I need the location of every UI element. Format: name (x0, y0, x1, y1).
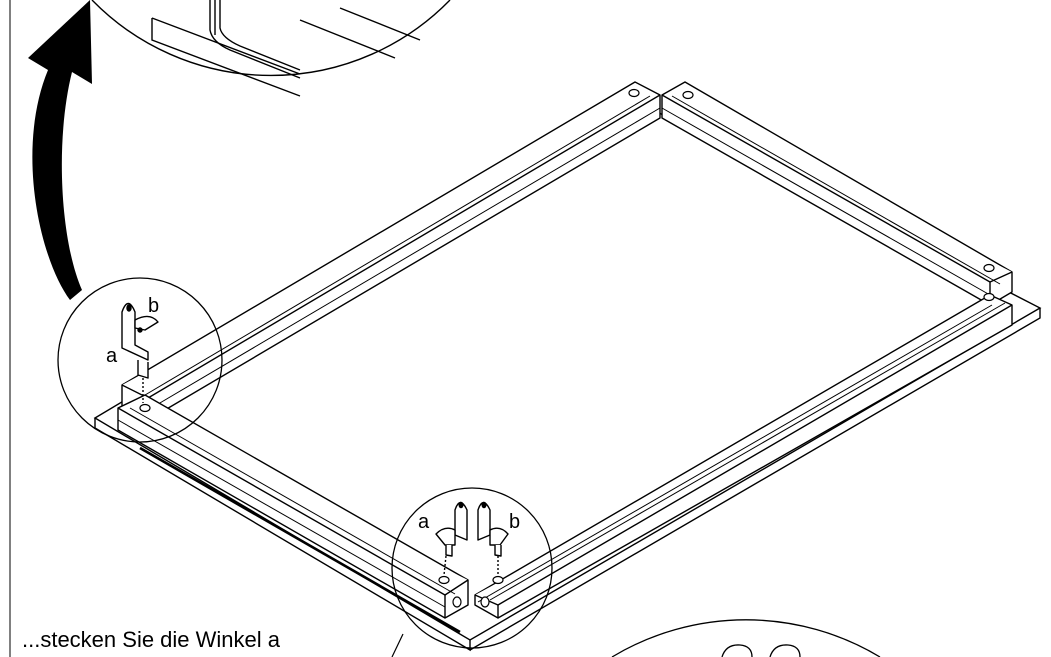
detail-circle-top (91, 0, 451, 97)
end-hole-center-left (452, 596, 462, 608)
hole-right-corner-low (983, 292, 995, 302)
drill-holes (139, 88, 995, 608)
label-left-a: a (106, 345, 118, 367)
bracket-left-icon (121, 302, 159, 403)
detail-circle-bottom-right (611, 619, 881, 657)
instruction-caption: ...stecken Sie die Winkel a (22, 627, 281, 652)
detail-circle-center: a b (391, 487, 553, 649)
leader-line (391, 633, 404, 657)
hole-center-right (492, 575, 504, 585)
rail-back-left (121, 81, 661, 421)
label-center-a: a (418, 511, 430, 533)
rail-front-left (117, 394, 469, 619)
end-hole-center-right (480, 596, 490, 608)
label-center-b: b (509, 511, 520, 533)
rail-front-right (474, 294, 1013, 619)
rail-back-right (661, 81, 1013, 306)
bracket-center-b-icon (477, 501, 509, 575)
hole-back-top (628, 88, 640, 98)
label-left-b: b (148, 295, 159, 317)
hole-center-left (438, 575, 450, 585)
detail-circle-left: a b (57, 277, 223, 443)
hole-back-right-top (682, 90, 694, 100)
hole-left-corner (139, 403, 151, 413)
curved-arrow (28, 0, 92, 300)
hole-right-corner-top (983, 263, 995, 273)
bracket-center-a-icon (435, 501, 468, 576)
